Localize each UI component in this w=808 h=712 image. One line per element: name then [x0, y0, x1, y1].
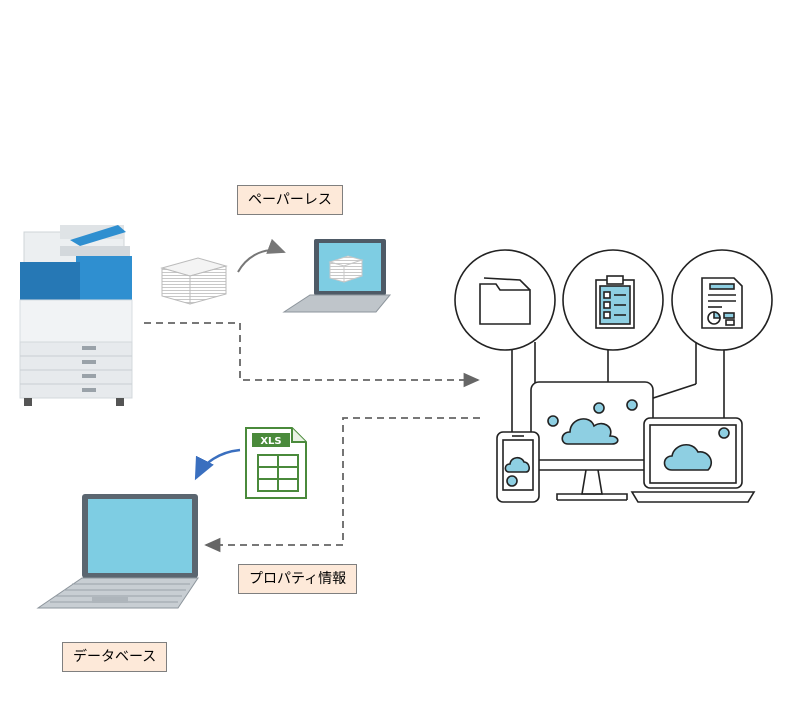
report-document-icon: [701, 277, 743, 329]
desktop-monitor-icon: [530, 381, 654, 501]
paper-stack-icon: [160, 257, 228, 305]
clipboard-icon: [595, 275, 635, 329]
label-property-info: プロパティ情報: [238, 564, 358, 594]
laptop-top-icon: [282, 239, 392, 313]
download-arrow: [194, 448, 241, 481]
phone-icon: [496, 431, 540, 503]
laptop-cloud-icon: [630, 417, 756, 503]
printer-icon: [19, 225, 133, 406]
xls-file-icon: XLS: [245, 427, 307, 499]
label-paperless: ペーパーレス: [237, 185, 343, 215]
laptop-database-icon: [36, 494, 199, 609]
folder-icon: [479, 277, 531, 325]
cloud-icon-laptop: [663, 444, 713, 471]
scan-arrow: [237, 238, 286, 273]
cloud-icon-monitor: [561, 418, 619, 445]
label-database: データベース: [62, 642, 168, 672]
cloud-icon-phone: [504, 456, 530, 473]
xls-tag: XLS: [260, 436, 281, 447]
cloud-hub: [454, 249, 773, 503]
connector-printer-to-cloud: [144, 322, 480, 388]
